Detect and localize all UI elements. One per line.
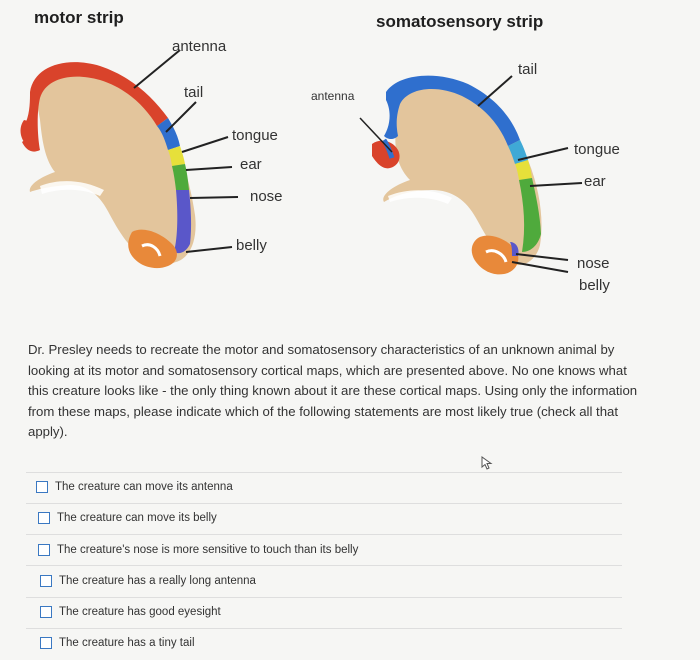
motor-yellow-band [168,146,185,166]
option-move-belly[interactable]: The creature can move its belly [38,509,217,527]
motor-antenna-pointer [133,49,181,89]
checkbox[interactable] [40,606,52,618]
somato-red-band [372,140,400,169]
motor-tail-label: tail [184,84,204,101]
somato-tongue-pointer [517,147,569,161]
motor-ear-label: ear [240,156,262,173]
checkbox[interactable] [38,544,50,556]
somato-belly-label: belly [579,277,610,294]
somato-purple-band [510,242,519,256]
somato-tongue-label: tongue [574,141,620,158]
option-label: The creature can move its belly [57,512,217,524]
somato-nose-label: nose [577,255,610,272]
option-label: The creature has a really long antenna [59,575,256,587]
option-label: The creature can move its antenna [55,481,233,493]
somatosensory-strip-diagram [359,75,583,275]
divider [26,565,622,566]
option-nose-more-sensitive[interactable]: The creature's nose is more sensitive to… [38,541,358,559]
somato-ear-pointer [529,182,583,187]
divider [26,628,622,629]
motor-ear-pointer [185,166,233,171]
motor-tongue-pointer [181,136,229,153]
checkbox[interactable] [40,575,52,587]
motor-red-band [22,62,168,152]
motor-orange-band [128,229,177,269]
somato-nose-pointer [515,253,569,261]
motor-belly-label: belly [236,237,267,254]
motor-tail-pointer [165,101,197,133]
motor-tongue-label: tongue [232,127,278,144]
option-label: The creature's nose is more sensitive to… [57,544,359,556]
somato-antenna-pointer [359,117,393,153]
option-label: The creature has a tiny tail [59,637,195,649]
divider [26,534,622,535]
option-good-eyesight[interactable]: The creature has good eyesight [40,603,221,621]
somato-blue-band [384,75,520,146]
somato-belly-pointer [511,261,569,273]
motor-blue-band [157,118,180,150]
option-long-antenna[interactable]: The creature has a really long antenna [40,572,256,590]
divider [26,597,622,598]
checkbox[interactable] [40,637,52,649]
divider [26,472,622,473]
motor-nose-label: nose [250,188,283,205]
motor-belly-pointer [185,246,233,253]
motor-strip-heading: motor strip [34,8,124,27]
motor-strip-diagram [20,49,239,269]
option-move-antenna[interactable]: The creature can move its antenna [36,478,233,496]
motor-red-tip [20,120,34,146]
motor-nose-pointer [189,196,239,199]
checkbox[interactable] [36,481,48,493]
motor-brain-tissue [29,66,196,264]
somato-tail-pointer [477,75,513,107]
motor-purple-band [174,190,192,254]
somato-yellow-band [515,160,532,180]
somato-ear-label: ear [584,173,606,190]
somato-green-band [519,178,541,252]
mouse-cursor-icon [481,456,493,470]
option-label: The creature has good eyesight [59,606,221,618]
somato-tail-label: tail [518,61,538,78]
somato-orange-band [471,235,519,275]
somato-brain-tissue [383,83,542,266]
motor-green-band [172,164,189,190]
checkbox[interactable] [38,512,50,524]
cortical-maps-diagram [20,49,583,275]
somatosensory-strip-heading: somatosensory strip [376,12,544,31]
divider [26,503,622,504]
question-text: Dr. Presley needs to recreate the motor … [28,342,638,439]
motor-antenna-label: antenna [172,38,227,55]
option-tiny-tail[interactable]: The creature has a tiny tail [40,634,195,652]
somato-antenna-label: antenna [311,89,355,103]
